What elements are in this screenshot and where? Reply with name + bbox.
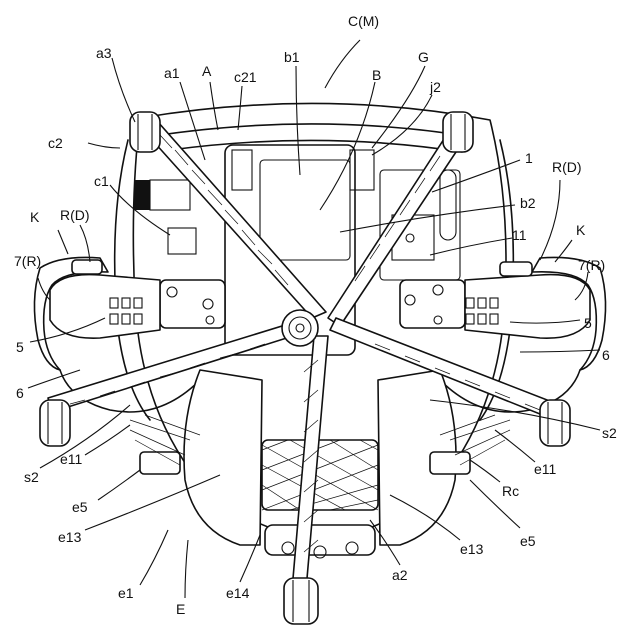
caster-left xyxy=(40,400,70,446)
label-e13-right: e13 xyxy=(460,541,484,557)
label-e13-left: e13 xyxy=(58,529,82,545)
label-K-left: K xyxy=(30,209,40,225)
label-5-left: 5 xyxy=(16,339,24,355)
label-a3: a3 xyxy=(96,45,112,61)
label-11: 11 xyxy=(512,227,527,243)
label-c1: c1 xyxy=(94,173,109,189)
label-a2: a2 xyxy=(392,567,408,583)
label-K-right: K xyxy=(576,222,586,238)
arm-pad-tab-right xyxy=(500,262,532,276)
mesh-panel xyxy=(262,440,378,510)
label-c2: c2 xyxy=(48,135,63,151)
label-s2-left: s2 xyxy=(24,469,39,485)
label-RD-right: R(D) xyxy=(552,159,582,175)
bottom-bracket xyxy=(265,525,375,555)
caster-upper-left xyxy=(130,112,160,152)
caster-right xyxy=(540,400,570,446)
label-e1: e1 xyxy=(118,585,134,601)
label-j2: j2 xyxy=(429,79,441,95)
label-c21: c21 xyxy=(234,69,257,85)
label-G: G xyxy=(418,49,429,65)
label-A: A xyxy=(202,63,212,79)
label-e5-left: e5 xyxy=(72,499,88,515)
hub xyxy=(282,310,318,346)
arm-mount-right xyxy=(400,280,465,328)
label-b2: b2 xyxy=(520,195,536,211)
label-a1: a1 xyxy=(164,65,180,81)
label-e14: e14 xyxy=(226,585,250,601)
arm-pad-tab-left xyxy=(72,260,102,274)
label-E: E xyxy=(176,601,185,617)
seat-bottom-left xyxy=(184,370,262,545)
caster-upper-right xyxy=(443,112,473,152)
label-e11-right: e11 xyxy=(534,461,557,477)
caster-bottom xyxy=(284,578,318,624)
label-6-left: 6 xyxy=(16,385,24,401)
label-1: 1 xyxy=(525,150,533,166)
label-CM: C(M) xyxy=(348,13,379,29)
part-black xyxy=(134,180,150,210)
label-5-right: 5 xyxy=(584,315,592,331)
label-6-right: 6 xyxy=(602,347,610,363)
label-7R-right: 7(R) xyxy=(578,257,605,273)
label-7R-left: 7(R) xyxy=(14,253,41,269)
label-b1: b1 xyxy=(284,49,300,65)
label-RD-left: R(D) xyxy=(60,207,90,223)
label-B: B xyxy=(372,67,381,83)
armrest-right xyxy=(465,275,590,339)
label-e5-right: e5 xyxy=(520,533,536,549)
armrest-left xyxy=(50,275,160,339)
label-s2-right: s2 xyxy=(602,425,617,441)
label-e11-left: e11 xyxy=(60,451,83,467)
adjuster-left xyxy=(140,452,180,474)
label-Rc: Rc xyxy=(502,483,519,499)
